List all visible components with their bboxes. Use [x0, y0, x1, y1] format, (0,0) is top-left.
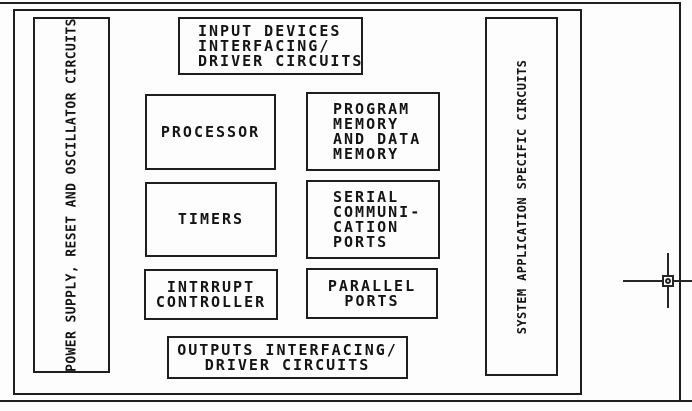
outputs-interfacing-line: OUTPUTS INTERFACING/: [177, 340, 398, 359]
program-memory-box: PROGRAM MEMORY AND DATA MEMORY: [306, 92, 440, 171]
crosshair-horizontal-line: [623, 280, 692, 282]
serial-ports-line: COMMUNI-: [333, 202, 422, 221]
pickbox-dot-icon: [665, 278, 671, 284]
parallel-ports-line: PARALLEL: [327, 276, 417, 295]
timers-label: TIMERS: [177, 210, 245, 228]
serial-ports-box: SERIAL COMMUNI- CATION PORTS: [306, 180, 440, 259]
outer-frame-bottom-line: [0, 400, 692, 402]
input-devices-line: DRIVER CIRCUITS: [198, 51, 364, 70]
interrupt-controller-line: INTRRUPT: [166, 277, 256, 296]
input-devices-box: INPUT DEVICES INTERFACING/ DRIVER CIRCUI…: [178, 17, 363, 75]
power-supply-panel-label: POWER SUPPLY, RESET AND OSCILLATOR CIRCU…: [64, 18, 79, 372]
input-devices-line: INPUT DEVICES: [198, 21, 342, 40]
parallel-ports-box: PARALLEL PORTS: [306, 268, 438, 319]
outer-frame-right-line: [679, 2, 681, 401]
outputs-interfacing-line: DRIVER CIRCUITS: [204, 355, 371, 374]
processor-label: PROCESSOR: [160, 122, 261, 141]
outer-frame-top-line: [0, 2, 681, 4]
outputs-interfacing-box: OUTPUTS INTERFACING/ DRIVER CIRCUITS: [167, 336, 408, 379]
interrupt-controller-line: CONTROLLER: [155, 292, 267, 311]
inner-frame: [13, 9, 582, 395]
input-devices-line: INTERFACING/: [198, 36, 331, 55]
crosshair-pickbox-icon: [662, 275, 674, 287]
program-memory-line: MEMORY: [333, 144, 400, 163]
interrupt-controller-box: INTRRUPT CONTROLLER: [144, 269, 278, 320]
system-circuits-panel: SYSTEM APPLICATION SPECIFIC CIRCUITS: [485, 17, 558, 376]
serial-ports-line: SERIAL: [333, 187, 400, 206]
parallel-ports-line: PORTS: [344, 291, 400, 310]
serial-ports-line: CATION: [333, 217, 400, 236]
power-supply-panel: POWER SUPPLY, RESET AND OSCILLATOR CIRCU…: [33, 17, 110, 373]
processor-box: PROCESSOR: [145, 94, 276, 170]
program-memory-line: MEMORY: [333, 114, 400, 133]
system-circuits-panel-label: SYSTEM APPLICATION SPECIFIC CIRCUITS: [514, 59, 529, 334]
timers-box: TIMERS: [145, 182, 277, 257]
program-memory-line: AND DATA: [333, 129, 422, 148]
serial-ports-line: PORTS: [333, 232, 389, 251]
program-memory-line: PROGRAM: [333, 99, 411, 118]
